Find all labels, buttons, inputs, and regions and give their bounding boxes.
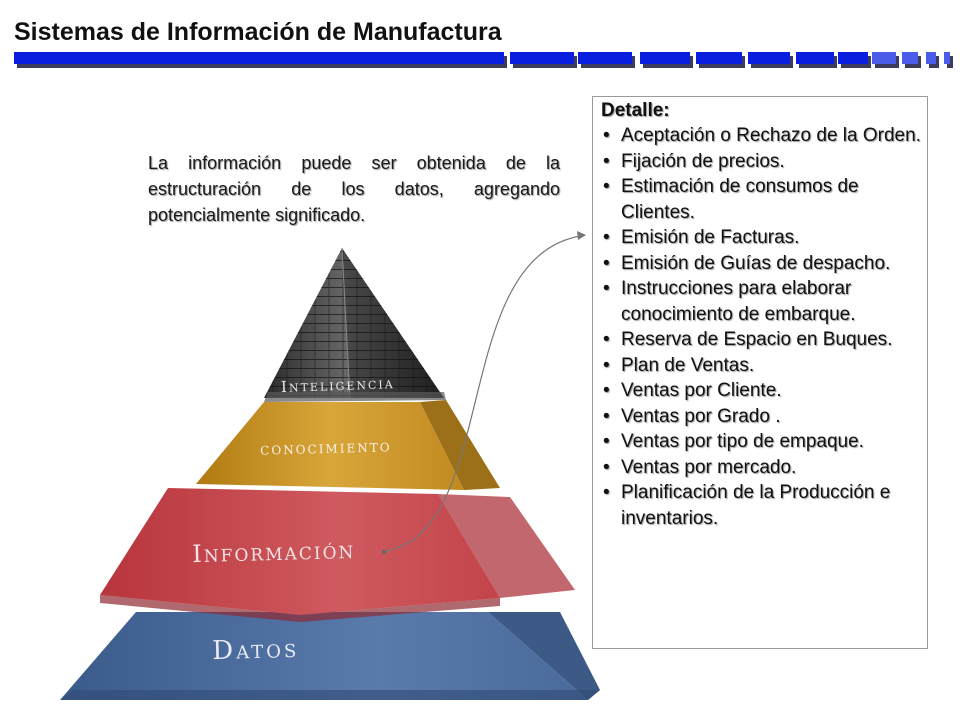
title-bar-segment	[872, 52, 896, 64]
detail-item: • Reserva de Espacio en Buques.	[601, 327, 921, 353]
bullet-icon: •	[603, 482, 610, 503]
bullet-icon: •	[603, 125, 610, 146]
detail-item: • Ventas por mercado.	[601, 455, 921, 481]
detail-item-text: Ventas por Cliente.	[621, 380, 782, 401]
title-bar-segment	[696, 52, 742, 64]
title-bar-segment	[838, 52, 868, 64]
title-bar-segment	[944, 52, 950, 64]
detail-item-text: Plan de Ventas.	[621, 354, 755, 376]
detail-item-text: Ventas por Grado .	[621, 405, 781, 427]
intro-text: La información puede ser obtenida de la …	[148, 153, 560, 225]
detail-item: • Ventas por tipo de empaque.	[601, 429, 921, 455]
title-bar-segment	[796, 52, 834, 64]
detail-item: • Instrucciones para elaborar conocimient…	[601, 276, 921, 327]
pyramid-level-inteligencia	[264, 247, 446, 402]
title-bar-segment	[510, 52, 574, 64]
detail-item: • Aceptación o Rechazo de la Orden.	[601, 123, 921, 149]
title-bar-segment	[578, 52, 632, 64]
bullet-icon: •	[603, 354, 610, 376]
detail-item: • Ventas por Grado .	[601, 404, 921, 430]
title-bar-segment	[926, 52, 936, 64]
title-bar-segment	[748, 52, 790, 64]
detail-item-text: Aceptación o Rechazo de la Orden.	[621, 125, 921, 146]
detail-item: • Ventas por Cliente.	[601, 378, 921, 404]
connector-arrow	[381, 231, 586, 555]
bullet-icon: •	[603, 456, 610, 478]
detail-item-text: Fijación de precios.	[621, 150, 785, 172]
bullet-icon: •	[603, 176, 610, 197]
page-title: Sistemas de Información de Manufactura	[14, 18, 502, 46]
title-bar-strip	[14, 52, 953, 68]
detail-item-text: Emisión de Guías de despacho.	[621, 252, 891, 274]
bullet-icon: •	[603, 405, 610, 427]
detail-panel: Detalle: • Aceptación o Rechazo de la Ord…	[592, 96, 928, 649]
detail-item: • Plan de Ventas.	[601, 353, 921, 379]
detail-item-text: Planificación de la Producción e inventa…	[621, 482, 891, 529]
bullet-icon: •	[603, 150, 610, 172]
pyramid-label-informacion: Información	[192, 536, 356, 568]
bullet-icon: •	[603, 278, 610, 299]
detail-item: • Planificación de la Producción e invent…	[601, 480, 921, 531]
title-bar-segment	[902, 52, 918, 64]
bullet-icon: •	[603, 431, 610, 452]
bullet-icon: •	[603, 252, 610, 274]
pyramid-label-conocimiento: conocimiento	[260, 436, 392, 459]
pyramid-level-conocimiento	[196, 400, 500, 490]
detail-item: • Emisión de Guías de despacho.	[601, 251, 921, 277]
pyramid-level-informacion	[100, 488, 575, 622]
detail-list: • Aceptación o Rechazo de la Orden. • Fijac…	[601, 123, 921, 531]
bullet-icon: •	[603, 329, 610, 350]
detail-item-text: Reserva de Espacio en Buques.	[621, 329, 893, 350]
pyramid-label-datos: Datos	[212, 634, 300, 666]
detail-item-text: Estimación de consumos de Clientes.	[621, 176, 859, 223]
bullet-icon: •	[603, 380, 610, 401]
detail-item-text: Ventas por tipo de empaque.	[621, 431, 864, 452]
title-bar-segment	[14, 52, 504, 64]
detail-item: • Fijación de precios.	[601, 149, 921, 175]
pyramid-label-inteligencia: Inteligencia	[281, 374, 395, 396]
title-bar-segment	[640, 52, 690, 64]
pyramid-level-datos	[60, 612, 600, 700]
detail-heading: Detalle:	[601, 100, 670, 121]
detail-item-text: Ventas por mercado.	[621, 456, 797, 478]
bullet-icon: •	[603, 227, 610, 248]
detail-item: • Estimación de consumos de Clientes.	[601, 174, 921, 225]
detail-item: • Emisión de Facturas.	[601, 225, 921, 251]
detail-item-text: Instrucciones para elaborar conocimiento…	[621, 278, 856, 325]
detail-item-text: Emisión de Facturas.	[621, 227, 800, 248]
